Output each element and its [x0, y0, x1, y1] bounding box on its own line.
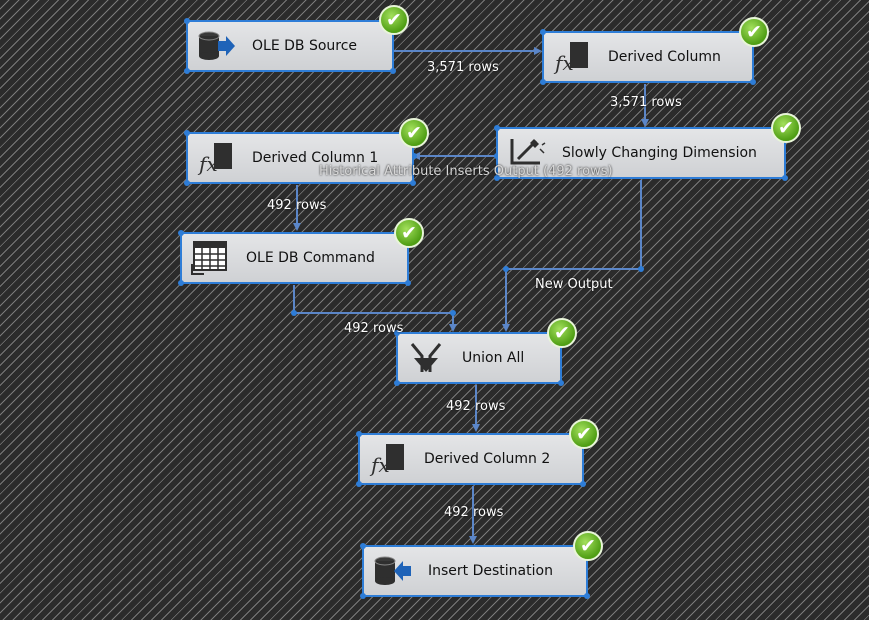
success-check-icon: ✔	[399, 118, 429, 148]
database-source-icon	[194, 28, 238, 64]
path-label-union-to-derived2[interactable]: 492 rows	[446, 399, 506, 414]
component-label: Slowly Changing Dimension	[562, 145, 757, 161]
path-label-derived-to-scd[interactable]: 3,571 rows	[610, 95, 682, 110]
path-label-scd-historical[interactable]: Historical Attribute Inserts Output (492…	[319, 164, 613, 179]
derived-column-component[interactable]: fx Derived Column ✔	[540, 17, 769, 85]
path-command-to-union	[293, 285, 457, 332]
success-check-icon: ✔	[573, 531, 603, 561]
fx-icon: fx	[550, 39, 594, 75]
success-check-icon: ✔	[547, 318, 577, 348]
success-check-icon: ✔	[394, 218, 424, 248]
ole-db-source-component[interactable]: OLE DB Source ✔	[184, 5, 409, 74]
success-check-icon: ✔	[379, 5, 409, 35]
component-label: Derived Column	[608, 49, 721, 65]
fx-icon: fx	[366, 441, 410, 477]
slowly-changing-dimension-component[interactable]: Slowly Changing Dimension ✔	[494, 113, 801, 181]
success-check-icon: ✔	[739, 17, 769, 47]
scd-wand-icon	[504, 135, 548, 171]
insert-destination-component[interactable]: Insert Destination ✔	[360, 531, 603, 599]
derived-column-2-component[interactable]: fx Derived Column 2 ✔	[356, 419, 599, 487]
path-label-derived1-to-command[interactable]: 492 rows	[267, 198, 327, 213]
svg-text:fx: fx	[553, 51, 574, 74]
fx-icon: fx	[194, 140, 238, 176]
merge-icon	[404, 340, 448, 376]
derived-column-1-component[interactable]: fx Derived Column 1 ✔	[184, 118, 429, 186]
path-label-scd-new-output[interactable]: New Output	[535, 277, 613, 292]
component-label: Derived Column 2	[424, 451, 551, 467]
path-scd-to-union	[502, 180, 642, 332]
success-check-icon: ✔	[569, 419, 599, 449]
svg-text:fx: fx	[369, 453, 390, 476]
component-label: Insert Destination	[428, 563, 553, 579]
ole-db-command-component[interactable]: OLE DB Command ✔	[178, 218, 424, 286]
path-label-source-to-derived[interactable]: 3,571 rows	[427, 60, 499, 75]
path-label-command-to-union[interactable]: 492 rows	[344, 321, 404, 336]
component-label: Derived Column 1	[252, 150, 379, 166]
svg-text:fx: fx	[197, 152, 218, 175]
component-label: OLE DB Command	[246, 250, 375, 266]
union-all-component[interactable]: Union All ✔	[394, 318, 577, 386]
success-check-icon: ✔	[771, 113, 801, 143]
table-command-icon	[188, 240, 232, 276]
component-label: OLE DB Source	[252, 38, 358, 54]
path-label-derived2-to-destination[interactable]: 492 rows	[444, 505, 504, 520]
database-destination-icon	[370, 553, 414, 589]
component-label: Union All	[462, 350, 525, 366]
